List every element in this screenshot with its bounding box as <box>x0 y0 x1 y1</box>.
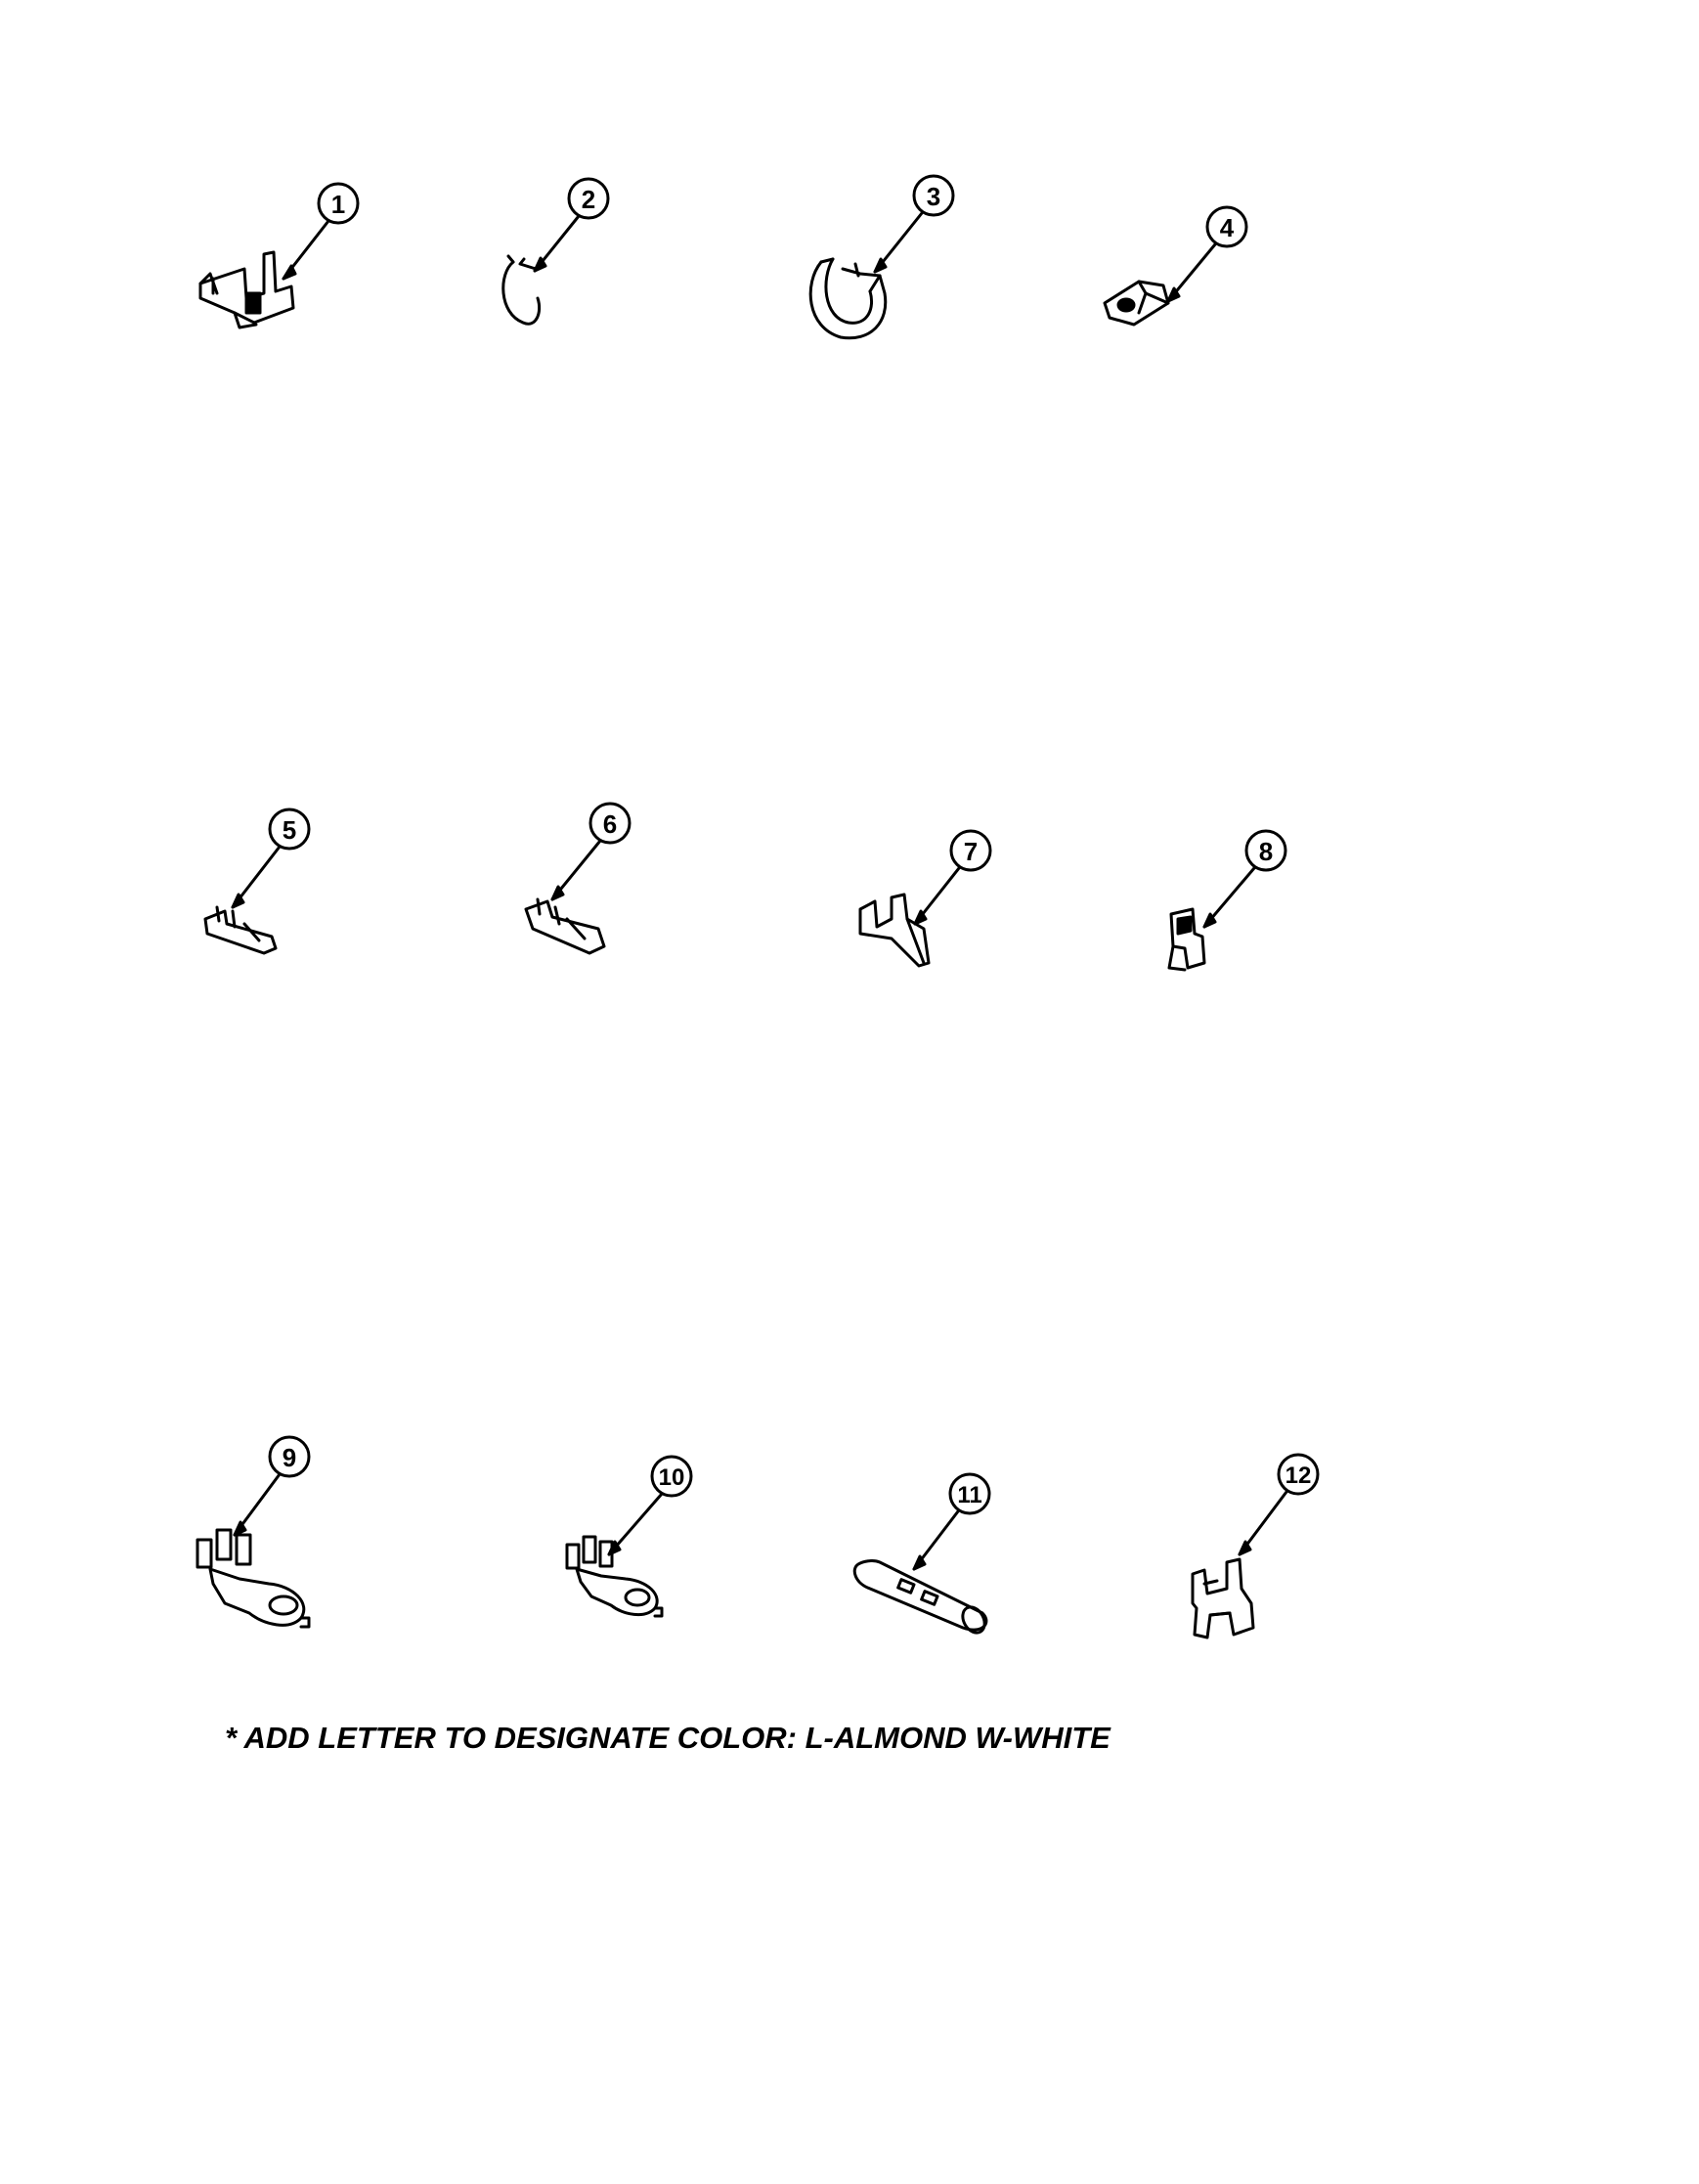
callout-10: 10 <box>607 1455 693 1556</box>
callout-8: 8 <box>1202 829 1287 929</box>
callout-7: 7 <box>913 829 992 926</box>
callout-2-label: 2 <box>582 185 595 214</box>
callout-9: 9 <box>233 1435 311 1537</box>
callout-2: 2 <box>533 177 610 273</box>
callout-1: 1 <box>282 182 360 281</box>
callout-3-label: 3 <box>927 182 940 211</box>
part-1-bracket-clip <box>198 250 295 329</box>
callout-11: 11 <box>912 1472 991 1571</box>
part-3-cable-clamp <box>808 257 888 340</box>
part-4-strain-relief-clip <box>1103 280 1170 327</box>
callout-5: 5 <box>231 808 311 909</box>
part-7-angled-terminal <box>858 893 931 968</box>
callout-6: 6 <box>550 802 632 901</box>
callout-11-label: 11 <box>957 1482 981 1508</box>
part-2-wire-ring-clip <box>501 254 542 326</box>
part-6-flag-terminal-long <box>524 897 606 955</box>
callout-12: 12 <box>1238 1453 1320 1556</box>
callout-3: 3 <box>873 174 955 274</box>
callout-5-label: 5 <box>283 815 296 845</box>
callout-8-label: 8 <box>1259 837 1273 866</box>
callout-4: 4 <box>1166 205 1248 303</box>
callout-12-label: 12 <box>1285 1463 1312 1489</box>
callout-6-label: 6 <box>603 809 617 839</box>
callout-10-label: 10 <box>659 1464 685 1491</box>
part-8-quick-connect-terminal <box>1167 907 1206 972</box>
part-12-piggyback-terminal <box>1191 1557 1255 1639</box>
callout-1-label: 1 <box>331 190 345 219</box>
callout-9-label: 9 <box>283 1443 296 1472</box>
callout-4-label: 4 <box>1220 213 1235 242</box>
part-11-insulating-sleeve <box>852 1559 988 1635</box>
part-9-ring-tongue-terminal <box>196 1528 311 1629</box>
part-5-flag-terminal <box>203 905 278 955</box>
color-footnote: * ADD LETTER TO DESIGNATE COLOR: L-ALMON… <box>225 1721 1111 1755</box>
callout-7-label: 7 <box>964 837 978 866</box>
